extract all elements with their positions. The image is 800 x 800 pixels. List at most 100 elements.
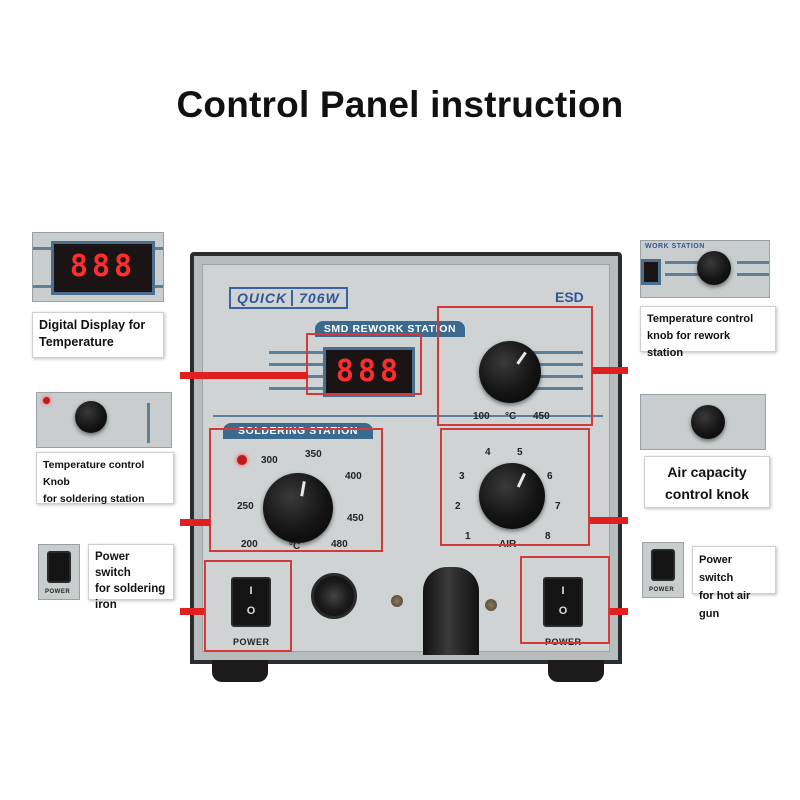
thumb-rework-knob: WORK STATION xyxy=(640,240,770,298)
soldering-scale-300: 300 xyxy=(261,455,278,466)
thumb-rework-label: WORK STATION xyxy=(645,243,705,250)
thumb-hot-air-switch: POWER xyxy=(642,542,684,598)
panel-divider xyxy=(213,415,603,417)
thumb-display: 888 xyxy=(32,232,164,302)
leader-rework-knob xyxy=(592,367,628,374)
soldering-temperature-knob[interactable] xyxy=(263,473,333,543)
callout-line: control knok xyxy=(664,486,749,502)
callout-digital-display: Digital Display for Temperature xyxy=(32,312,164,358)
air-scale-5: 5 xyxy=(517,447,523,458)
callout-line: Power switch xyxy=(699,554,734,584)
thumb-switch-label: POWER xyxy=(649,587,675,593)
decor-stripe xyxy=(665,273,705,276)
air-scale-1: 1 xyxy=(465,531,471,542)
leader-air-knob xyxy=(590,517,628,524)
thumb-switch-label: POWER xyxy=(45,589,71,595)
rework-temperature-display: 888 xyxy=(323,347,415,397)
thumb-display-fragment xyxy=(641,259,661,285)
soldering-scale-unit: °C xyxy=(289,541,301,552)
switch-off-mark: O xyxy=(246,605,256,617)
screw xyxy=(485,599,497,611)
decor-stripe xyxy=(665,261,705,264)
rework-scale-max: 450 xyxy=(533,411,550,422)
hot-air-hose xyxy=(423,567,479,655)
rework-scale-unit: °C xyxy=(505,411,517,422)
unit-foot-left xyxy=(212,660,268,682)
esd-label: ESD xyxy=(555,289,584,305)
callout-line: Temperature xyxy=(39,335,114,349)
callout-line: Power switch xyxy=(95,551,131,579)
thumb-soldering-switch: POWER xyxy=(38,544,80,600)
air-scale-7: 7 xyxy=(555,501,561,512)
soldering-scale-480: 480 xyxy=(331,539,348,550)
callout-soldering-power: Power switch for soldering iron xyxy=(88,544,174,611)
highlight-rework-knob xyxy=(437,306,593,426)
soldering-power-switch[interactable]: I O xyxy=(231,577,271,627)
decor-stripe xyxy=(503,375,583,378)
callout-line: for soldering xyxy=(95,583,166,595)
callout-rework-knob: Temperature control knob for rework stat… xyxy=(640,306,776,359)
callout-line: for soldering station xyxy=(43,493,145,505)
hot-air-power-switch[interactable]: I O xyxy=(543,577,583,627)
air-scale-3: 3 xyxy=(459,471,465,482)
air-scale-6: 6 xyxy=(547,471,553,482)
switch-on-mark: I xyxy=(249,585,253,597)
decor-stripe xyxy=(503,363,583,366)
thumb-knob xyxy=(691,405,725,439)
soldering-iron-connector xyxy=(311,573,357,619)
soldering-scale-450: 450 xyxy=(347,513,364,524)
soldering-scale-200: 200 xyxy=(241,539,258,550)
air-capacity-knob[interactable] xyxy=(479,463,545,529)
soldering-heater-led xyxy=(237,455,247,465)
decor-stripe xyxy=(737,261,769,264)
callout-line: knob for rework station xyxy=(647,330,731,359)
model-number: 706W xyxy=(291,290,340,306)
thumb-switch xyxy=(651,549,675,581)
switch-on-mark: I xyxy=(561,585,565,597)
leader-display xyxy=(180,372,308,379)
soldering-scale-250: 250 xyxy=(237,501,254,512)
callout-line: iron xyxy=(95,599,117,611)
soldering-scale-400: 400 xyxy=(345,471,362,482)
callout-line: Digital Display for xyxy=(39,318,146,332)
air-scale-8: 8 xyxy=(545,531,551,542)
leader-soldering-power xyxy=(180,608,204,615)
thumb-led xyxy=(43,397,50,404)
leader-hot-air-power xyxy=(610,608,628,615)
thumb-switch xyxy=(47,551,71,583)
page-title: Control Panel instruction xyxy=(176,84,624,125)
highlight-air-knob xyxy=(440,428,590,546)
thumb-knob xyxy=(697,251,731,285)
air-scale-4: 4 xyxy=(485,447,491,458)
soldering-scale-350: 350 xyxy=(305,449,322,460)
unit-foot-right xyxy=(548,660,604,682)
highlight-rework-display xyxy=(306,333,422,395)
air-scale-2: 2 xyxy=(455,501,461,512)
callout-air-knob: Air capacity control knok xyxy=(644,456,770,508)
callout-line: for hot air gun xyxy=(699,590,751,620)
callout-line: Temperature control xyxy=(647,313,754,325)
screw xyxy=(391,595,403,607)
highlight-soldering-power xyxy=(204,560,292,652)
callout-line: Temperature control Knob xyxy=(43,459,145,488)
decor-stripe xyxy=(503,387,583,390)
soldering-power-label: POWER xyxy=(233,637,270,647)
decor-stripe xyxy=(147,403,150,443)
thumb-knob xyxy=(75,401,107,433)
rework-temperature-knob[interactable] xyxy=(479,341,541,403)
switch-off-mark: O xyxy=(558,605,568,617)
rework-scale-min: 100 xyxy=(473,411,490,422)
decor-stripe xyxy=(503,351,583,354)
thumb-display-digits: 888 xyxy=(51,241,155,295)
callout-line: Air capacity xyxy=(667,464,747,480)
callout-hot-air-power: Power switch for hot air gun xyxy=(692,546,776,620)
callout-soldering-knob: Temperature control Knob for soldering s… xyxy=(36,452,174,505)
highlight-soldering-knob xyxy=(209,428,383,552)
brand-name: QUICK xyxy=(237,290,288,306)
thumb-air-knob xyxy=(640,394,766,450)
leader-soldering-knob xyxy=(180,519,210,526)
highlight-hot-air-power xyxy=(520,556,610,644)
